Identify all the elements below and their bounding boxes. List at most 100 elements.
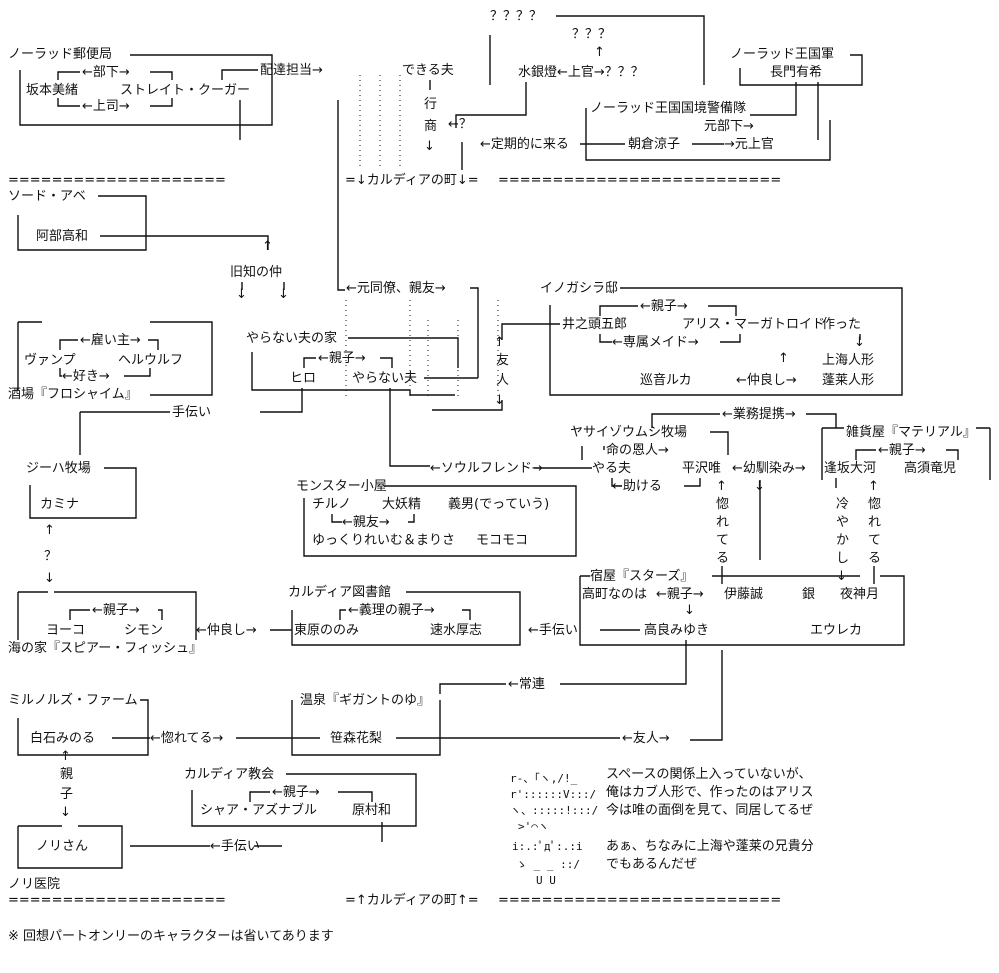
horeteru2-arrow: ↑ [868, 479, 879, 494]
onsen-group: 温泉『ギガントのゆ』 笹森花梨 ←友人→ [291, 692, 670, 756]
q1-label: ←？ [448, 117, 472, 132]
kasamori: 笹森花梨 [330, 730, 382, 746]
friend-top-line [501, 323, 560, 340]
asakura: 朝倉涼子 [628, 137, 680, 152]
strait-down-line [239, 100, 345, 291]
buka-label: ←部下→ [82, 65, 130, 80]
regular-line2 [439, 683, 506, 694]
library-group: カルディア図書館 ←義理の親子→ 東原ののみ 速水厚志 [288, 584, 521, 646]
minoru: 白石みのる [30, 730, 95, 746]
horeteru-0: 惚 [716, 496, 729, 512]
onsen-title: 温泉『ギガントのゆ』 [300, 692, 430, 708]
aisaka: 逢坂大河 [824, 461, 876, 476]
alice: アリス・マーガトロイド [682, 317, 825, 332]
abe: 阿部高和 [36, 228, 88, 244]
simon: シモン [124, 623, 163, 638]
church-parent-line [249, 791, 373, 802]
border-title: ノーラッド王国国境警備隊 [590, 100, 746, 116]
bar-box [17, 321, 213, 396]
sword-box [17, 195, 147, 251]
suigintou-down [455, 82, 527, 128]
zakka-title: 雑貨屋『マテリアル』 [846, 424, 976, 440]
church-title: カルディア教会 [184, 766, 274, 782]
border-box [585, 108, 831, 161]
zakka-parent: ←親子→ [878, 443, 926, 458]
help1: 手伝い [172, 405, 211, 420]
friend-bottom-line [432, 400, 503, 411]
shaa: シャア・アズナブル [200, 802, 317, 818]
horeteru-arrow: ↑ [716, 479, 727, 494]
dekiru-shou: 商 [424, 119, 437, 134]
daiyousei: 大妖精 [382, 497, 421, 512]
footnote: ※ 回想パートオンリーのキャラクターは省いてあります [8, 928, 334, 944]
art-line-7: U U [536, 874, 556, 887]
friend-h: ←友人→ [622, 730, 670, 746]
stars-parent: ←親子→ [656, 587, 704, 602]
oyako-down: ↓ [60, 805, 71, 820]
hiyakashi-1: や [836, 515, 849, 530]
colleague-line [470, 287, 479, 370]
nanoha: 高町なのは [582, 586, 647, 602]
made-arrow: ↓ [854, 335, 865, 350]
old-friend-lines [241, 282, 285, 290]
army-box [739, 54, 863, 86]
post-office-group: ノーラッド郵便局 ←部下→ 坂本美緒 ストレイト・クーガー ←上司→ 配達担当→ [8, 47, 345, 291]
yaranai-group: やらない夫の家 ←親子→ ヒロ やらない夫 手伝い [79, 330, 479, 467]
help2: ←手伝い [528, 623, 578, 638]
nori: ノリさん [36, 839, 88, 854]
yaranai-soul-line [389, 388, 430, 467]
army-group: ノーラッド王国軍 長門有希 [730, 47, 863, 140]
friend-a: 友 [496, 352, 509, 368]
horeteru-1: れ [716, 515, 729, 530]
buka-connector [57, 71, 173, 80]
gin: 銀 [802, 587, 815, 602]
unknowns-group: ？？？？ ？？？ ↑ 水銀燈←上官→？？？ ←？ [448, 9, 705, 132]
inogashira-title: イノガシラ邸 [540, 281, 618, 296]
army-title: ノーラッド王国軍 [730, 47, 834, 62]
zeeha-box [29, 467, 137, 519]
shanghai: 上海人形 [822, 353, 874, 368]
employer: ←雇い主→ [80, 332, 141, 348]
yaranai-title: やらない夫の家 [246, 330, 337, 346]
maid-line [599, 334, 741, 343]
kamina-down: ↓ [44, 571, 55, 586]
art-line-1: r-、「ヽ,/!_ [510, 772, 578, 785]
note-l3: 今は唯の面倒を見て、同居してるぜ [606, 802, 813, 818]
nagato-lines [750, 82, 819, 140]
horeteru-h: ←惚れてる→ [150, 730, 224, 746]
monster-friend-line [331, 514, 415, 523]
benefactor: 命の恩人→ [606, 442, 669, 458]
regular-visit: ←定期的に来る [480, 136, 569, 152]
church-box [191, 773, 417, 827]
note-l5: でもあるんだぜ [606, 857, 697, 872]
vertical-relations: ↑ 惚 れ て る ↓ 冷 や か し ↓ ↑ 惚 れ て る [716, 478, 881, 584]
milnols-title: ミルノルズ・ファーム [8, 692, 138, 708]
horeteru2-0: 惚 [868, 496, 881, 512]
seaside-parent-line [69, 609, 163, 620]
seaside-box [17, 591, 197, 640]
yaranai-parent: ←親子→ [318, 351, 366, 366]
yui: 平沢唯 [682, 461, 721, 476]
town-bottom-label: =↑カルディアの町↑= [345, 892, 479, 908]
art-line-6: ゝ _ _ ::/ [516, 858, 580, 871]
monster-group: モンスター小屋 チルノ 大妖精 義男(でっていう) ←親友→ ゆっくりれいむ＆ま… [296, 479, 577, 557]
inogashira-parent-line [599, 305, 737, 316]
old-friend-down-left: ↓ [236, 287, 247, 302]
old-friend-down-right: ↓ [278, 287, 289, 302]
dotted-verticals-top [359, 75, 401, 170]
hiyakashi-3: し [836, 551, 849, 566]
town-bottom: ==================== =↑カルディアの町↑= =======… [8, 892, 781, 908]
alice-arrow: ↑ [778, 351, 789, 366]
monster-title: モンスター小屋 [296, 479, 387, 494]
zeeha-title: ジーハ牧場 [26, 461, 91, 476]
employer-line [59, 339, 159, 350]
hayami: 速水厚志 [430, 623, 482, 638]
seaside-title: 海の家『スピアー・フィッシュ』 [8, 640, 202, 656]
horeteru-3: る [716, 551, 729, 566]
monster-box [303, 485, 577, 557]
cirno: チルノ [312, 497, 351, 512]
clinic-title: ノリ医院 [8, 877, 60, 892]
nonomi: 東原ののみ [294, 622, 359, 638]
delivery-label: 配達担当→ [260, 63, 323, 78]
